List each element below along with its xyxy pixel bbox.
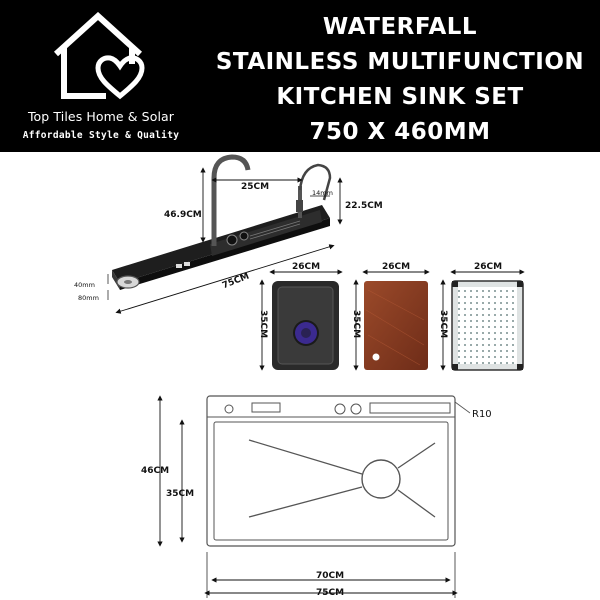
basin-width-label: 26CM [292, 262, 321, 272]
faucet-height-label: 46.9CM [164, 210, 202, 220]
accessory-basin [259, 269, 343, 371]
board-width-label: 26CM [382, 262, 411, 272]
corner-radius-label: R10 [472, 409, 492, 420]
title-line-4: 750 X 460MM [309, 119, 491, 145]
inner-width-label: 70CM [316, 571, 345, 581]
depth-bottom-label: 80mm [78, 294, 99, 302]
house-heart-icon [53, 12, 145, 100]
faucet-span-label: 25CM [241, 182, 270, 192]
spray-height-label: 22.5CM [345, 201, 383, 211]
product-title: WATERFALL STAINLESS MULTIFUNCTION KITCHE… [205, 10, 595, 150]
brand-name: Top Tiles Home & Solar [27, 109, 175, 124]
sink-side-view [107, 154, 343, 314]
accessory-drain-rack [440, 269, 525, 371]
sink-plan-view [157, 395, 471, 598]
title-line-1: WATERFALL [322, 14, 478, 40]
outer-width-label: 75CM [316, 588, 345, 598]
accessory-cutting-board [353, 269, 430, 371]
depth-top-label: 40mm [74, 281, 95, 289]
spray-offset-label: 14mm [312, 189, 333, 197]
board-length-label: 35CM [351, 310, 361, 339]
brand-tagline: Affordable Style & Quality [22, 130, 180, 141]
inner-height-label: 35CM [166, 489, 195, 499]
basin-length-label: 35CM [258, 310, 268, 339]
rack-length-label: 35CM [438, 310, 448, 339]
title-line-2: STAINLESS MULTIFUNCTION [215, 49, 585, 75]
header-banner: Top Tiles Home & Solar Affordable Style … [0, 0, 600, 152]
rack-width-label: 26CM [474, 262, 503, 272]
outer-height-label: 46CM [141, 466, 170, 476]
title-line-3: KITCHEN SINK SET [276, 84, 524, 110]
